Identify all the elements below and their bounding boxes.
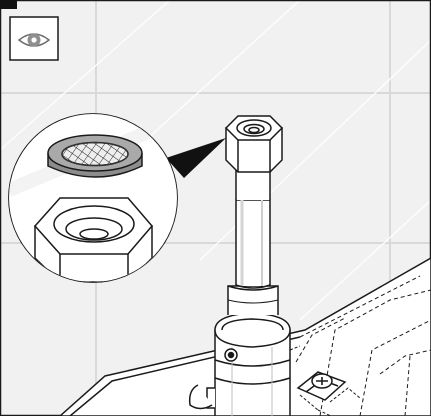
eye-icon [17,33,51,47]
enlarged-hex-fitting [33,197,153,282]
hex-nut [224,115,284,173]
strainer-washer [47,134,143,178]
eye-icon-box [9,16,59,61]
riser-pipe [227,169,279,315]
step-tab [0,0,17,9]
callout-pointer [166,138,226,178]
valve-body [188,312,301,416]
detail-callout [8,113,178,283]
screw [296,371,361,416]
